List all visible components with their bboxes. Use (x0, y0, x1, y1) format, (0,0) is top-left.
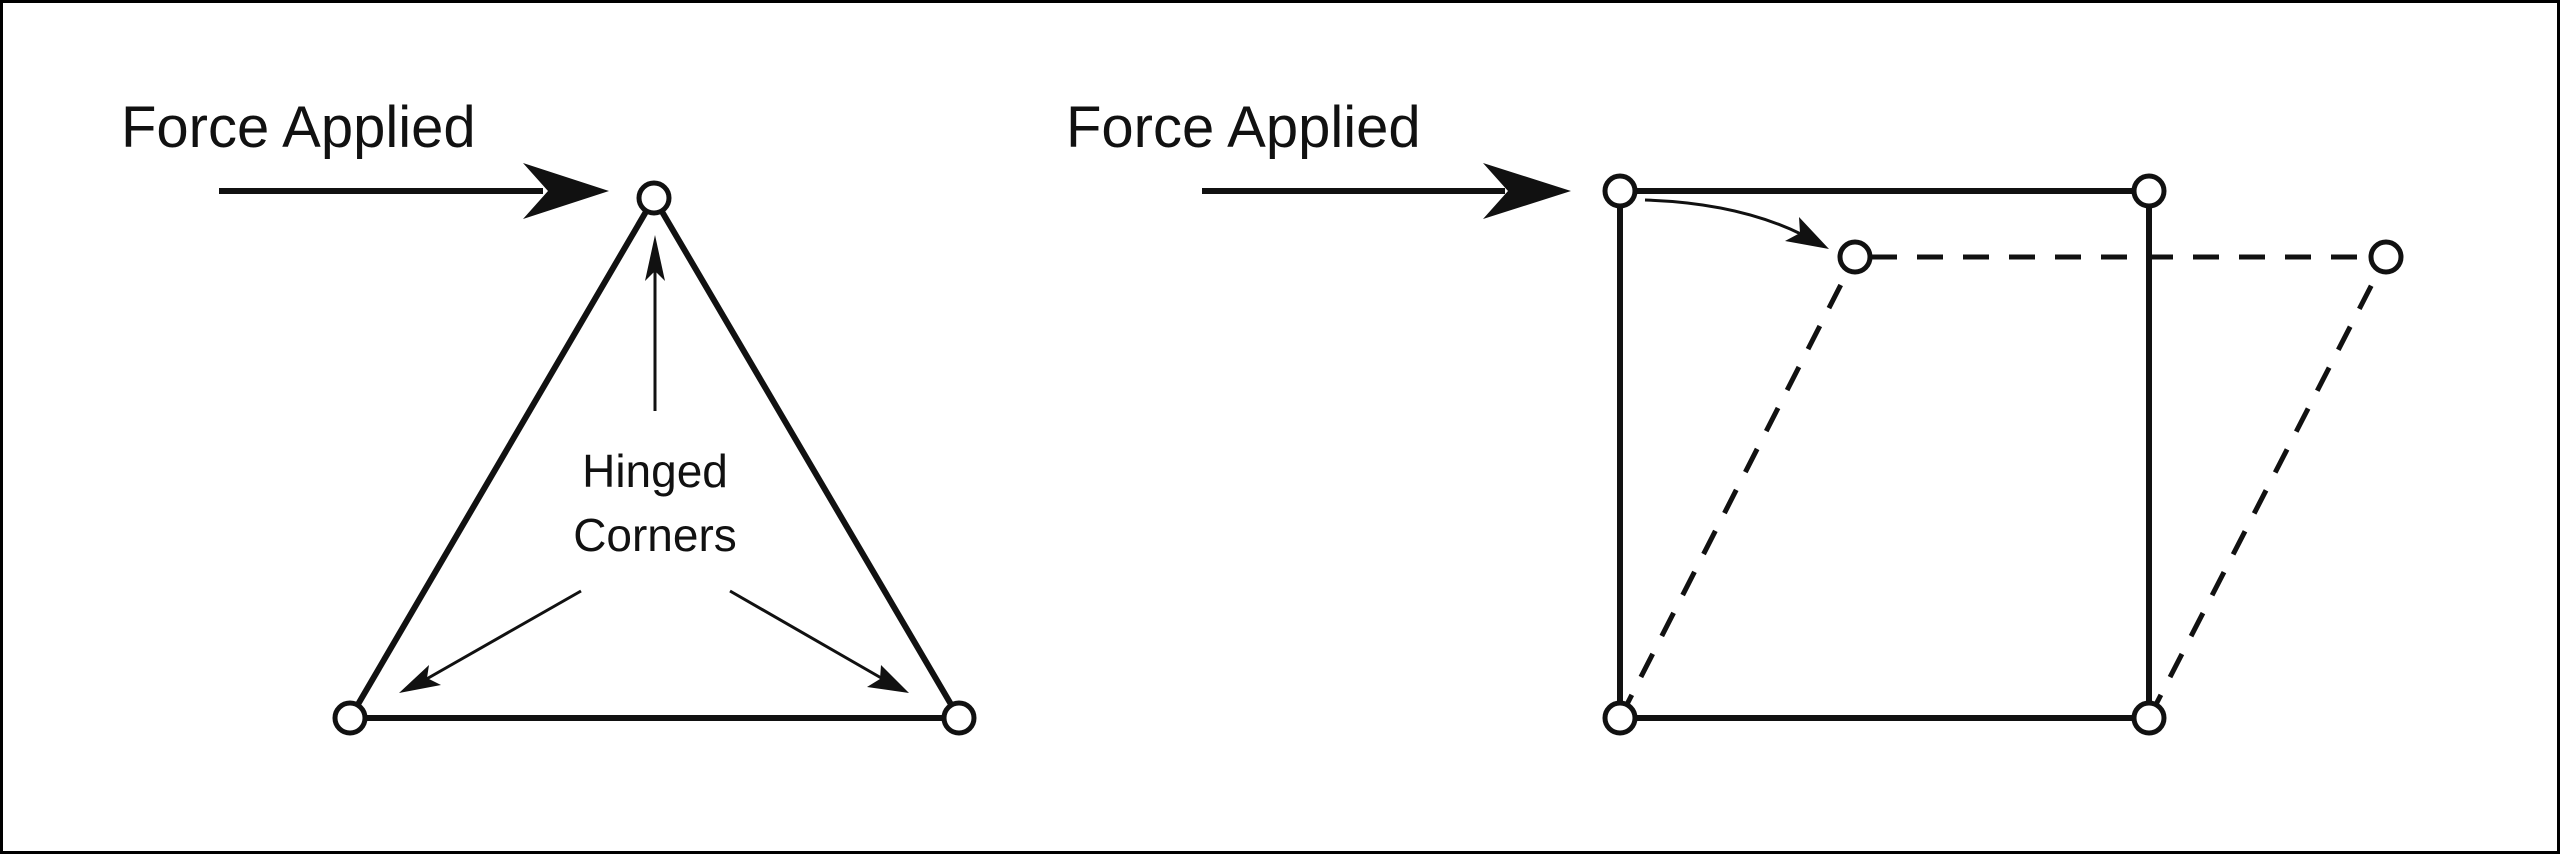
square-top-left-hinge (1602, 173, 1638, 209)
deformed-top-right-hinge (2368, 239, 2404, 275)
structures-diagram (219, 163, 2404, 736)
square-bottom-left-hinge (1602, 700, 1638, 736)
left-force-arrow (219, 163, 609, 219)
triangle-bottom-left-hinge (332, 700, 368, 736)
triangle-left-edge (347, 196, 657, 720)
triangle-bottom-right-hinge (941, 700, 977, 736)
hinged-corners-line1: Hinged (582, 445, 728, 497)
triangle-top-hinge (636, 180, 672, 216)
square-bottom-right-hinge (2131, 700, 2167, 736)
right-force-arrow (1202, 163, 1571, 219)
displacement-arrow (1644, 198, 1829, 249)
hinged-corners-line2: Corners (573, 509, 737, 561)
hinged-corners-label: Hinged Corners (525, 439, 785, 567)
left-force-label: Force Applied (121, 95, 476, 160)
hinge-pointer-left (399, 589, 582, 693)
deformed-square-outline (1617, 254, 2389, 720)
right-force-label: Force Applied (1066, 95, 1421, 160)
hinge-pointer-right (729, 589, 909, 693)
triangle-right-edge (651, 196, 962, 720)
square-top-right-hinge (2131, 173, 2167, 209)
hinge-pointer-up (645, 235, 665, 411)
triangle-structure (347, 196, 962, 721)
deformed-top-left-hinge (1837, 239, 1873, 275)
square-structure (1617, 188, 2152, 721)
